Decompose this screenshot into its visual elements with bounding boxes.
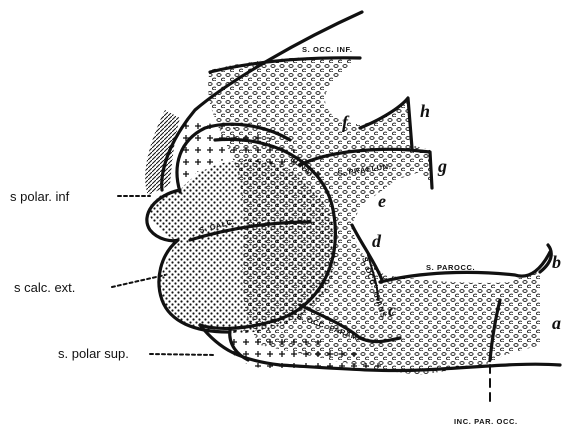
label-inc-par-occ: INC. PAR. OCC. — [454, 417, 518, 426]
label-a: a — [552, 313, 561, 333]
label-s-polar-sup: s. polar sup. — [58, 346, 129, 361]
calc-ext-leader — [112, 275, 165, 287]
label-s-parocc: S. PAROCC. — [426, 263, 475, 272]
label-s-polar-inf: s polar. inf — [10, 189, 70, 204]
label-c: c — [388, 300, 396, 320]
label-g: g — [437, 156, 447, 176]
label-s-calc-ext: s calc. ext. — [14, 280, 75, 295]
label-e: e — [378, 191, 386, 211]
polar-sup-leader — [150, 354, 215, 355]
label-d: d — [372, 231, 382, 251]
label-h: h — [420, 101, 430, 121]
label-b: b — [552, 252, 561, 272]
label-s-occ-inf: S. OCC. INF. — [302, 45, 353, 54]
